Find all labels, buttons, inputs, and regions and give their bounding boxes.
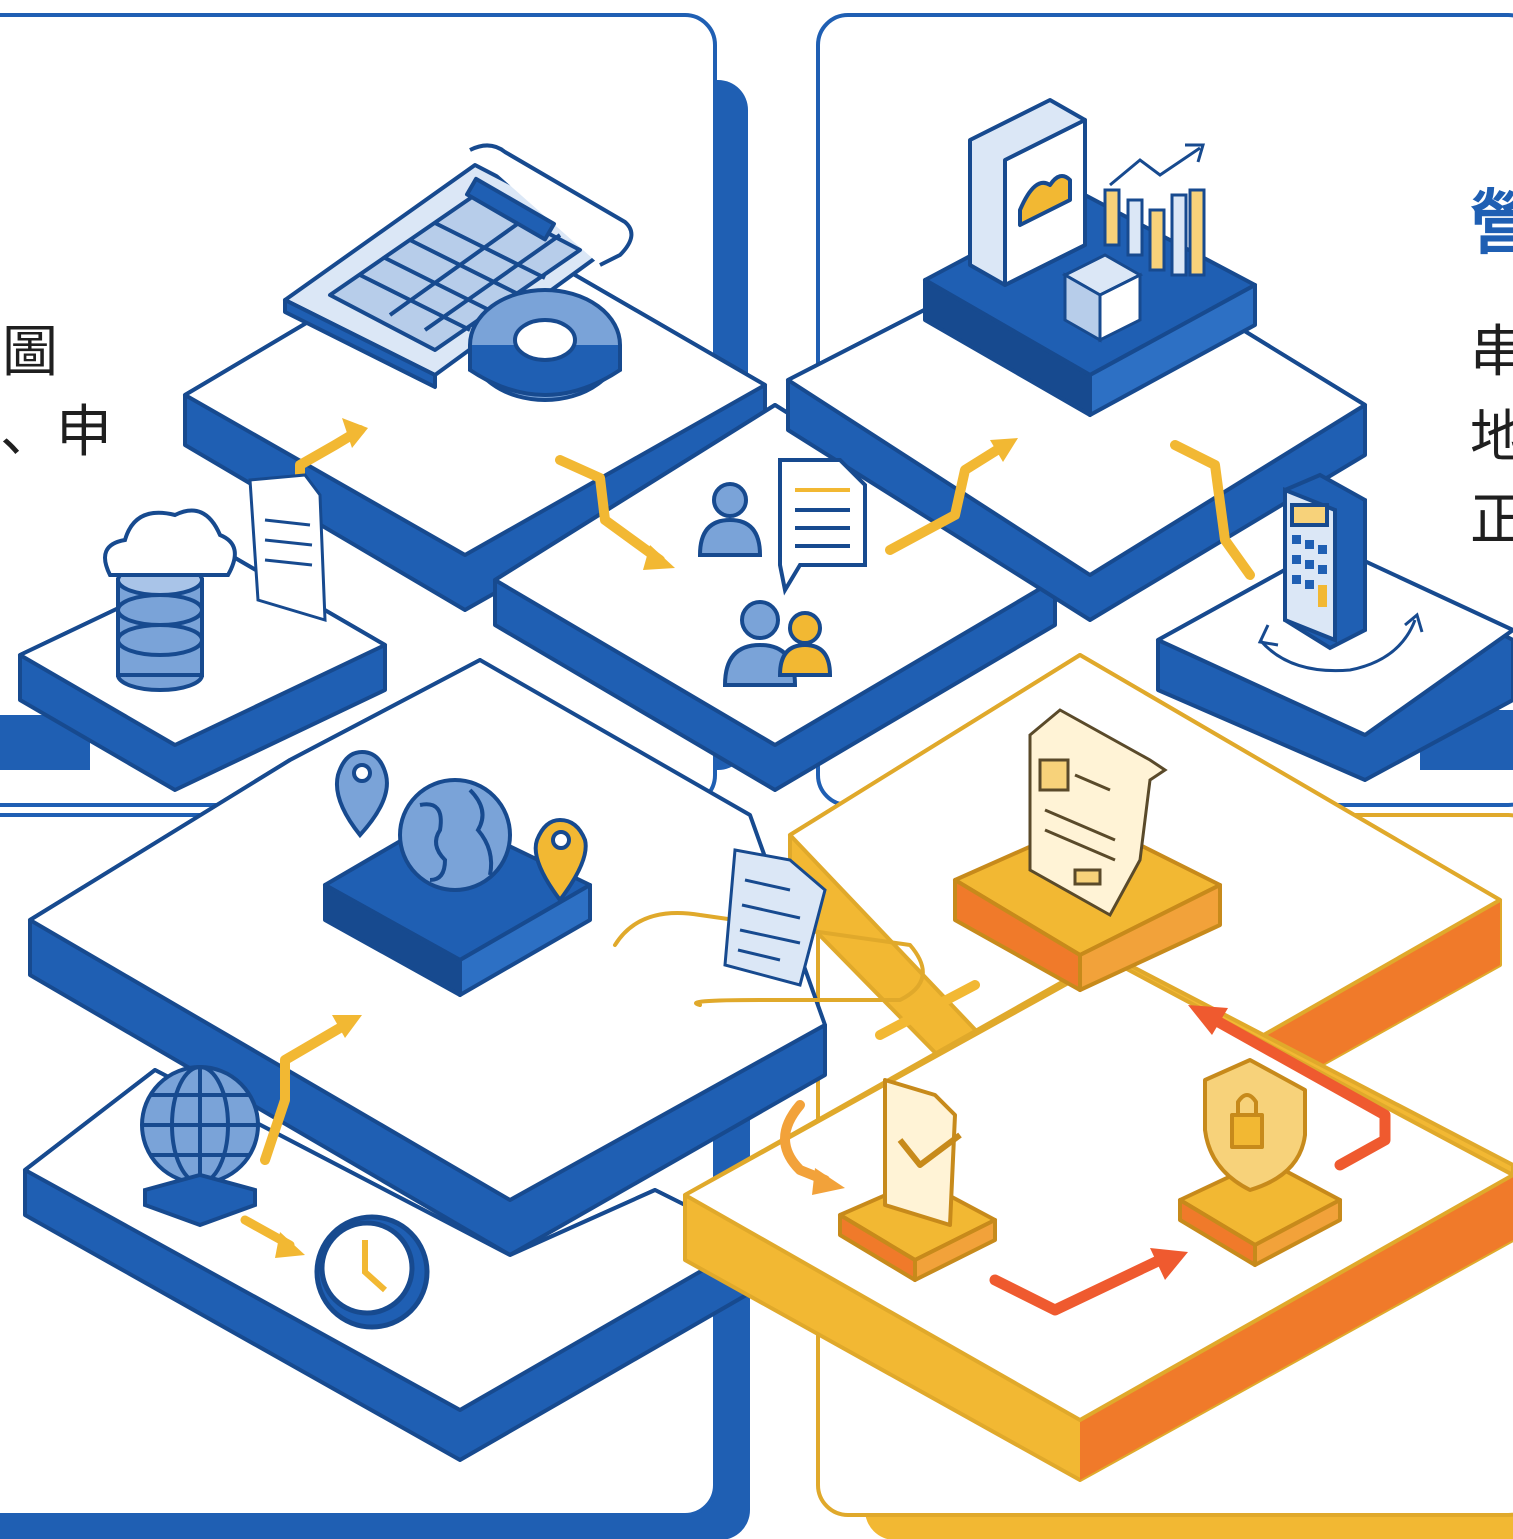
- gear-icon: [468, 288, 622, 402]
- panel-text-top-left-line2: 、申: [0, 400, 112, 465]
- refresh-icon: [1257, 612, 1424, 673]
- calculator-icon: [1283, 472, 1367, 651]
- checkbox-document-icon: [838, 1078, 997, 1282]
- cloud-database-icon: [103, 508, 237, 692]
- arrow-ribbon: [613, 911, 925, 1007]
- spreadsheet-icon: [283, 143, 634, 389]
- arrow-report-to-calc: [1170, 440, 1255, 580]
- arrow-red-right: [989, 1254, 1166, 1316]
- chat-document-icon: [778, 458, 867, 596]
- panel-text-top-right-line2: 地: [1470, 405, 1513, 470]
- bar-chart-icon: [1103, 188, 1206, 277]
- document-icon: [248, 473, 327, 623]
- panel-text-top-right-line1: 串: [1470, 320, 1513, 385]
- scroll-document-icon: [1028, 708, 1168, 918]
- globe-icon: [398, 778, 512, 892]
- trend-arrow-icon: [1109, 143, 1206, 187]
- arrow-gold-down: [875, 980, 980, 1040]
- arrow-gold-check: [780, 1100, 830, 1185]
- panel-text-top-right-line3: 正: [1470, 488, 1513, 553]
- panel-text-top-left-line1: 圖: [2, 320, 58, 385]
- lock-shield-icon: [1178, 1058, 1342, 1267]
- map-pin-icon: [533, 817, 588, 904]
- arrow-sheet-to-users: [555, 455, 665, 565]
- globe-icon: [140, 1065, 260, 1228]
- connector-arrows: [240, 418, 1391, 1316]
- map-pin-icon: [335, 749, 389, 839]
- arrow-globe-to-map: [260, 1020, 350, 1165]
- arrow-users-to-report: [885, 440, 1010, 555]
- arrow-red-loop: [1209, 1014, 1391, 1171]
- scroll-document-icon: [723, 848, 827, 987]
- box-icon: [1061, 253, 1144, 343]
- users-icon: [697, 482, 833, 687]
- clock-icon: [314, 1214, 430, 1330]
- panel-title-top-right: 營: [1470, 182, 1513, 264]
